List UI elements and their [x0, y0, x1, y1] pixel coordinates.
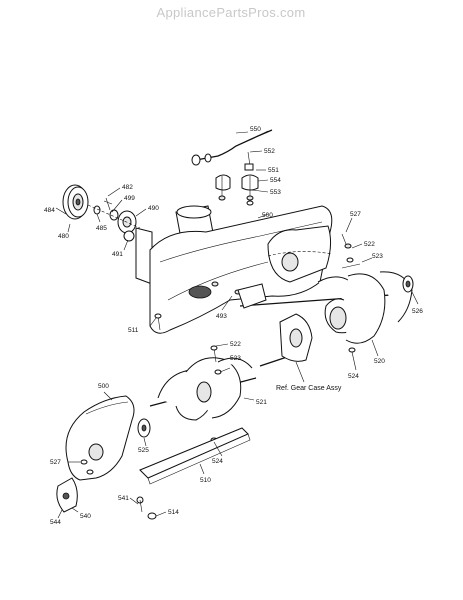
callout-514: 514 [168, 509, 179, 516]
chute-crank [191, 129, 273, 166]
callout-491: 491 [112, 251, 123, 258]
skid-shoe [56, 477, 144, 513]
callout-511: 511 [128, 327, 139, 334]
callout-493: 493 [216, 313, 227, 320]
callout-524-bottom: 524 [212, 458, 223, 465]
callout-552: 552 [264, 148, 275, 155]
callout-553: 553 [270, 189, 281, 196]
callout-499: 499 [124, 195, 135, 202]
callout-490: 490 [148, 205, 159, 212]
callout-480: 480 [58, 233, 69, 240]
callout-554: 554 [270, 177, 281, 184]
callout-527-bottom: 527 [50, 459, 61, 466]
chute-bracket-fasteners [215, 151, 259, 206]
callout-524-right: 524 [348, 373, 359, 380]
callout-522-top: 522 [364, 241, 375, 248]
callout-544: 544 [50, 519, 61, 526]
watermark: AppliancePartsPros.com [157, 5, 306, 20]
callout-510: 510 [200, 477, 211, 484]
side-housing-plate [65, 395, 135, 481]
callout-500-top: 500 [262, 212, 273, 219]
callout-482: 482 [122, 184, 133, 191]
auger-housing [135, 205, 361, 334]
callout-485: 485 [96, 225, 107, 232]
callout-523-top: 523 [372, 253, 383, 260]
callout-labels: 550 552 551 554 553 482 499 490 484 485 … [44, 126, 423, 526]
callout-550: 550 [250, 126, 261, 133]
callout-540: 540 [80, 513, 91, 520]
pulley-assembly [62, 184, 141, 242]
callout-527-top: 527 [350, 211, 361, 218]
callout-541: 541 [118, 495, 129, 502]
callout-521: 521 [256, 399, 267, 406]
callout-522-mid: 522 [230, 341, 241, 348]
callout-526: 526 [412, 308, 423, 315]
callout-520: 520 [374, 358, 385, 365]
callout-525: 525 [138, 447, 149, 454]
callout-523-mid: 523 [230, 355, 241, 362]
callout-551: 551 [268, 167, 279, 174]
scraper-bar [139, 427, 251, 520]
callout-ref-gear-case: Ref. Gear Case Assy [276, 385, 342, 392]
left-auger [137, 345, 257, 443]
leader-lines [55, 131, 419, 519]
callout-500-bottom: 500 [98, 383, 109, 390]
callout-484: 484 [44, 207, 55, 214]
gear-case-and-right-auger [237, 271, 414, 367]
